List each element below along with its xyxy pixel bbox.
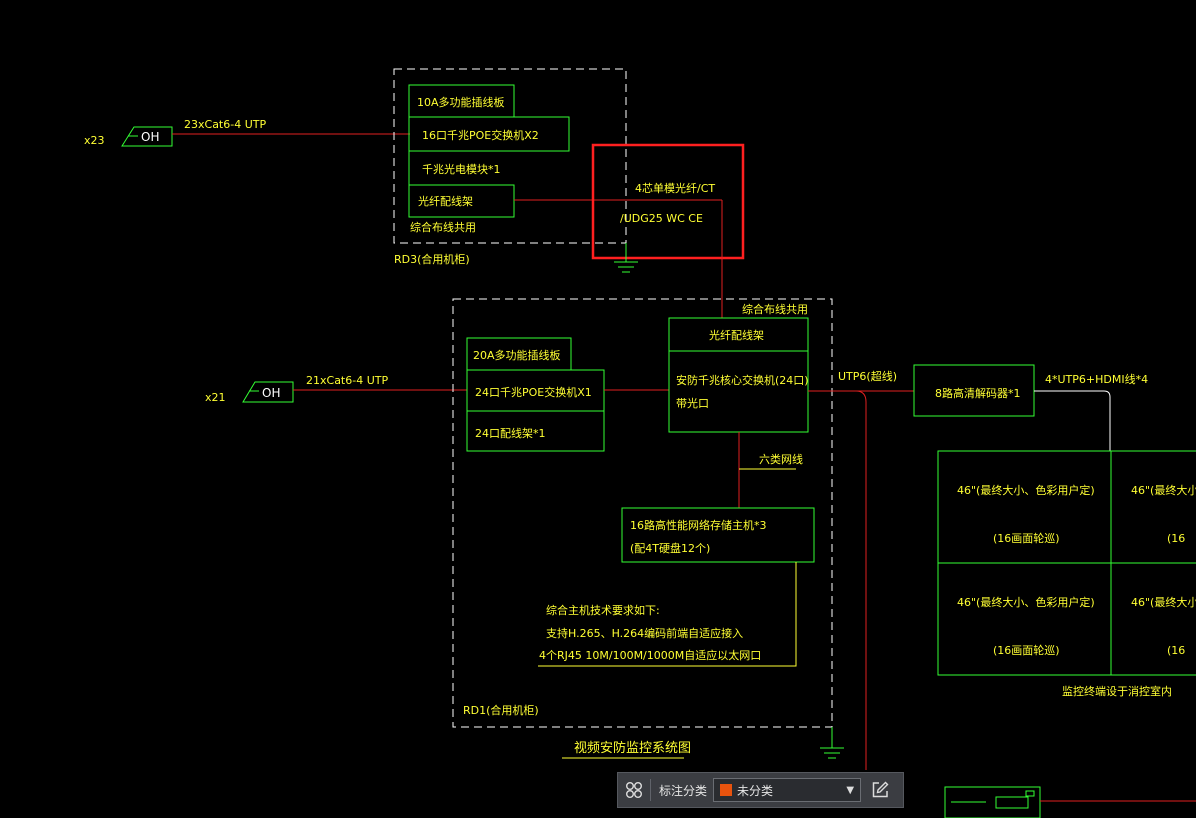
camera1-symbol [121, 126, 173, 147]
hdmi-label: 4*UTP6+HDMI线*4 [1045, 372, 1148, 386]
highlight-box[interactable] [591, 143, 745, 260]
core-line-1: 安防千兆核心交换机(24口) [676, 373, 809, 387]
camera-group-2: x21 OH 21xCat6-4 UTP [205, 374, 467, 404]
fiber-highlight[interactable]: 4芯单模光纤/CT /UDG25 WC CE [591, 143, 745, 318]
workstation-icon [944, 786, 1196, 818]
screen-1-line-2: (16画面轮巡) [993, 531, 1060, 545]
camera1-symbol-text: OH [141, 130, 159, 144]
rd1-row-1: 20A多功能插线板 [473, 348, 561, 362]
grid-icon[interactable] [618, 773, 650, 807]
rd1-header: 综合布线共用 [742, 302, 808, 316]
rd1-cabinet: 综合布线共用 20A多功能插线板 24口千兆POE交换机X1 24口配线架*1 … [452, 298, 844, 759]
diagram-title: 视频安防监控系统图 [574, 740, 691, 756]
fiber-line-2: /UDG25 WC CE [620, 212, 703, 225]
spec-line-1: 支持H.265、H.264编码前端自适应接入 [546, 626, 743, 640]
screen-2-line-2: (16 [1167, 532, 1185, 545]
ground-icon-2 [820, 727, 844, 759]
rd3-footer: 综合布线共用 [410, 220, 476, 234]
category-label: 标注分类 [659, 783, 708, 798]
edit-icon-svg [872, 781, 889, 798]
rd1-label: RD1(合用机柜) [463, 703, 539, 717]
rd1-row-2: 24口千兆POE交换机X1 [475, 385, 592, 399]
rd3-row-3: 千兆光电模块*1 [422, 162, 501, 176]
screen-4-line-1: 46"(最终大小、色 [1131, 595, 1196, 609]
rd3-row-2: 16口千兆POE交换机X2 [422, 128, 539, 142]
category-color-swatch [720, 784, 733, 796]
fiber-line-1: 4芯单模光纤/CT [635, 181, 715, 195]
nvr-line-2: (配4T硬盘12个) [630, 541, 710, 555]
toolbar-separator [650, 779, 651, 801]
spec-line-2: 4个RJ45 10M/100M/1000M自适应以太网口 [539, 648, 761, 662]
rd3-label: RD3(合用机柜) [394, 252, 470, 266]
rd1-dashed-frame [452, 298, 833, 728]
screen-2-line-1: 46"(最终大小、色 [1131, 483, 1196, 497]
cat6-label: 六类网线 [759, 452, 803, 466]
camera2-cable-label: 21xCat6-4 UTP [306, 374, 388, 387]
edit-icon[interactable] [863, 773, 897, 807]
camera-group-1: x23 OH 23xCat6-4 UTP [84, 118, 410, 147]
camera2-symbol-text: OH [262, 386, 280, 400]
ground-icon [614, 243, 638, 273]
screen-3-line-1: 46"(最终大小、色彩用户定) [957, 595, 1095, 609]
category-select[interactable]: 未分类 ▼ [713, 778, 862, 802]
camera2-count: x21 [205, 391, 226, 404]
video-wall-footer: 监控终端设于消控室内 [1062, 684, 1172, 698]
screen-4-line-2: (16 [1167, 644, 1185, 657]
nvr-line-1: 16路高性能网络存储主机*3 [630, 518, 767, 532]
decoder-label: 8路高清解码器*1 [935, 386, 1021, 400]
chevron-down-icon: ▼ [846, 784, 855, 796]
core-line-2: 带光口 [676, 396, 709, 410]
camera1-count: x23 [84, 134, 105, 147]
camera1-cable-label: 23xCat6-4 UTP [184, 118, 266, 131]
odf-label: 光纤配线架 [709, 328, 764, 342]
category-select-value: 未分类 [737, 783, 774, 798]
screen-1-line-1: 46"(最终大小、色彩用户定) [957, 483, 1095, 497]
utp-label: UTP6(超线) [838, 369, 897, 383]
rd3-cabinet: 10A多功能插线板 16口千兆POE交换机X2 千兆光电模块*1 光纤配线架 综… [393, 68, 722, 266]
rd3-row-1: 10A多功能插线板 [417, 95, 505, 109]
grid-icon-svg [626, 782, 642, 798]
spec-title: 综合主机技术要求如下: [546, 603, 660, 617]
rd1-row-3: 24口配线架*1 [475, 426, 546, 440]
rd3-row-4: 光纤配线架 [418, 194, 473, 208]
monitor-section: UTP6(超线) 8路高清解码器*1 4*UTP6+HDMI线*4 46"(最终… [808, 364, 1196, 818]
annotation-toolbar: 标注分类 未分类 ▼ [617, 772, 904, 808]
screen-3-line-2: (16画面轮巡) [993, 643, 1060, 657]
nvr-box [621, 507, 815, 563]
camera2-symbol [242, 381, 294, 403]
rd3-dashed-frame [393, 68, 627, 244]
